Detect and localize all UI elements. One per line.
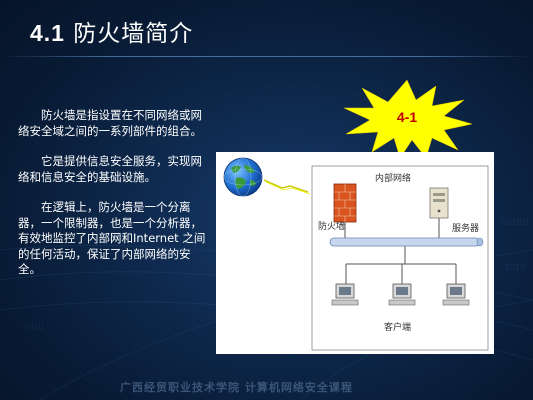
firewall-icon [333, 183, 357, 223]
client-computer-2 [388, 283, 416, 306]
network-bus [329, 237, 484, 247]
content-text: 防火墙是指设置在不同网络或网络安全域之间的一系列部件的组合。 它是提供信息安全服… [18, 108, 213, 293]
page-title: 4.1 防火墙简介 [30, 14, 193, 48]
client-computer-1 [331, 283, 359, 306]
paragraph-logic: 在逻辑上，防火墙是一个分离器，一个限制器，也是一个分析器，有效地监控了内部网和I… [18, 200, 206, 276]
client-computer-3 [442, 283, 470, 306]
title-number: 4.1 [30, 20, 65, 46]
svg-text:0101: 0101 [25, 322, 45, 332]
title-divider [0, 56, 533, 57]
internal-network-boundary [311, 165, 489, 351]
internal-network-label: 内部网络 [375, 174, 412, 184]
server-icon [429, 187, 449, 219]
paragraph-service: 它是提供信息安全服务，实现网络和信息安全的基础设施。 [18, 154, 202, 184]
paragraph-definition: 防火墙是指设置在不同网络或网络安全域之间的一系列部件的组合。 [18, 108, 202, 138]
starburst-badge [343, 79, 473, 159]
figure-badge-label: 4-1 [396, 109, 418, 125]
network-diagram [216, 152, 494, 354]
clients-label: 客户端 [384, 323, 412, 333]
diagram-drawing [263, 165, 489, 351]
footer-caption: 广西经贸职业技术学院 计算机网络安全课程 [120, 381, 353, 394]
internet-globe-icon [223, 157, 263, 197]
title-text: 防火墙简介 [73, 21, 194, 47]
internet-link [263, 179, 309, 193]
svg-text:010101: 010101 [500, 217, 530, 227]
server-label: 服务器 [452, 224, 480, 234]
svg-text:1010: 1010 [505, 262, 525, 272]
firewall-label: 防火墙 [318, 222, 346, 232]
